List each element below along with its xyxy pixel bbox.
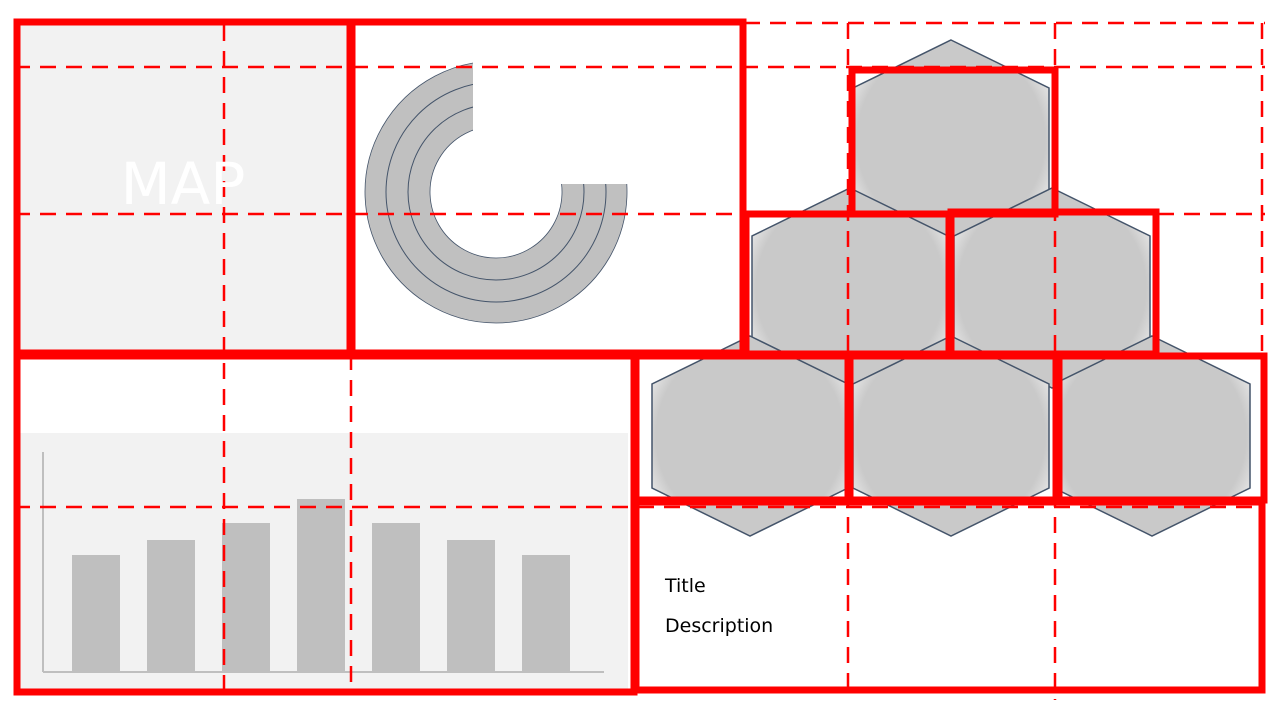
bar-chart: [42, 452, 604, 673]
map-label: MAP: [120, 150, 246, 218]
bar: [147, 540, 195, 672]
bar: [297, 499, 345, 672]
info-description: Description: [665, 615, 774, 637]
donut-ring: [364, 60, 628, 324]
bar: [72, 555, 120, 672]
map-panel: [18, 25, 348, 351]
hexagon-pyramid: [651, 39, 1251, 537]
bar: [522, 555, 570, 672]
donut-chart: [364, 60, 628, 324]
layout-region: [632, 498, 1266, 694]
bar: [447, 540, 495, 672]
info-title: Title: [665, 575, 706, 597]
bar: [222, 523, 270, 672]
solid-regions: [13, 18, 1268, 696]
bar: [372, 523, 420, 672]
